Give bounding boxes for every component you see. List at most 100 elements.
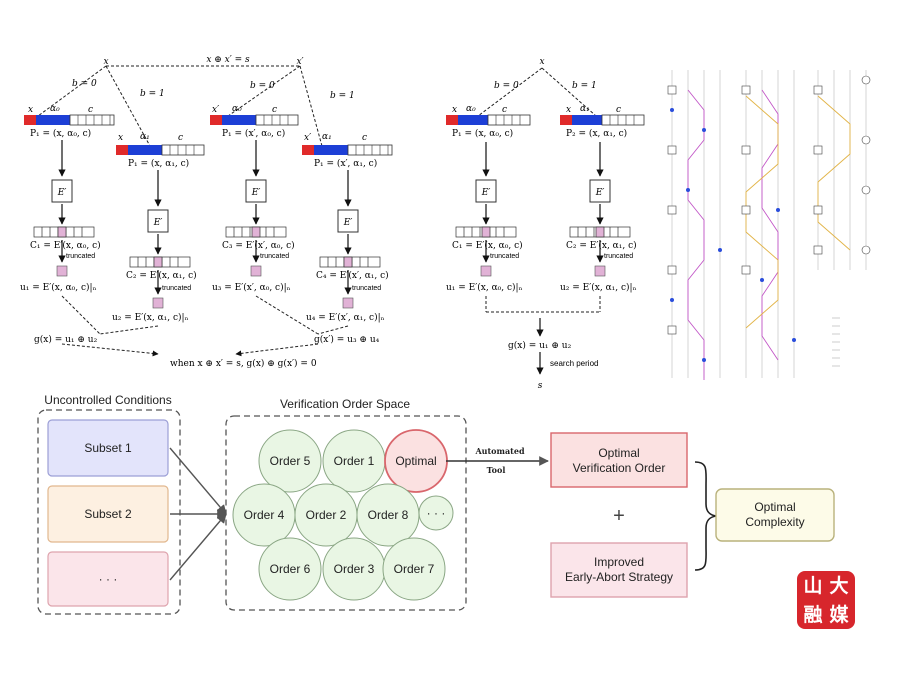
mid-E-2: E′	[595, 188, 605, 198]
subset-2-label: Subset 2	[84, 507, 132, 521]
early-abort-line2: Early-Abort Strategy	[565, 570, 673, 584]
simon-attack-diagram-single: x b = 0 b = 1 x α₀ c P₁ = (x, α₀, c) x α…	[446, 57, 645, 391]
simon-attack-diagram-two-inputs: x x′ x ⊕ x′ = s b = 0 b = 1 b = 0 b = 1 …	[20, 55, 393, 369]
u1-label: u₁ = E′(x, α₀, c)|ₙ	[20, 282, 97, 293]
mid-encryption-boxes: E′ E′	[475, 179, 611, 203]
u3-label: u₃ = E′(x′, α₀, c)|ₙ	[212, 282, 291, 293]
mid-input-2: x α₁ c P₂ = (x, α₁, c)	[560, 104, 645, 139]
curly-brace	[694, 461, 717, 571]
mid1-alpha: α₀	[466, 104, 476, 114]
mid2-alpha: α₁	[580, 104, 590, 114]
mid-gx: g(x) = u₁ ⊕ u₂	[508, 340, 572, 351]
combine-dashed-links	[61, 295, 349, 357]
mid2-x: x	[566, 105, 571, 115]
order-circle-label: · · ·	[427, 506, 446, 520]
plus-sign: +	[613, 505, 625, 527]
tool-label: Tool	[487, 465, 506, 475]
mid-x: x	[539, 57, 544, 67]
E-box-2: E′	[153, 218, 163, 228]
mid-s: s	[538, 381, 543, 391]
mid-trunc-1: truncated	[490, 253, 519, 260]
verification-order-flow: Uncontrolled Conditions Subset 1 Subset …	[37, 393, 835, 615]
mid-ciphertext-rows	[455, 226, 631, 238]
subset-arrows	[169, 447, 227, 581]
block2-c: c	[178, 133, 183, 143]
subset-more-label: · · ·	[99, 572, 118, 586]
trunc-4: truncated	[352, 285, 381, 292]
label-b0-right: b = 0	[250, 81, 275, 91]
mid1-x: x	[452, 105, 457, 115]
E-box-4: E′	[343, 218, 353, 228]
order-circle-label: Order 6	[270, 562, 311, 576]
optimal-order-box	[550, 432, 688, 488]
mid-search: search period	[550, 359, 598, 368]
label-b0-left: b = 0	[72, 79, 97, 89]
column-arrows	[58, 140, 352, 295]
order-circle-label: Order 7	[394, 562, 435, 576]
mid2-c: c	[616, 105, 621, 115]
label-x-prime: x′	[296, 57, 303, 67]
trunc-2: truncated	[162, 285, 191, 292]
order-circle	[418, 495, 454, 531]
complexity-line1: Optimal	[754, 500, 795, 514]
trunc-3: truncated	[260, 253, 289, 260]
block3-x: x′	[212, 105, 219, 115]
top-dashed-links	[37, 65, 323, 147]
circuit-paths-purple	[687, 89, 779, 380]
E-box-3: E′	[251, 188, 261, 198]
optimal-order-line1: Optimal	[598, 446, 639, 460]
media-logo: 山 大 融 媒	[797, 571, 855, 629]
order-space-panel	[225, 415, 467, 611]
order-circle-label: Order 4	[244, 508, 285, 522]
mid1-c: c	[502, 105, 507, 115]
block2-P: P₁ = (x, α₁, c)	[128, 158, 189, 169]
ciphertext-labels: C₁ = E′(x, α₀, c) C₂ = E′(x, α₁, c) C₃ =…	[30, 240, 389, 292]
ciphertext-rows	[33, 226, 381, 268]
order-circle-label: Optimal	[395, 454, 436, 468]
input-block-3: x′ α₀ c P₁ = (x′, α₀, c)	[210, 104, 299, 139]
block1-x: x	[28, 105, 33, 115]
mid-u2: u₂ = E′(x, α₁, c)|ₙ	[560, 282, 637, 293]
gxp-label: g(x′) = u₃ ⊕ u₄	[314, 334, 380, 345]
middle-dashed-links	[477, 67, 597, 117]
logo-char-1: 山	[803, 574, 823, 597]
circuit-legend	[832, 317, 840, 367]
input-block-2: x α₁ c P₁ = (x, α₁, c)	[116, 132, 205, 169]
block2-x: x	[118, 133, 123, 143]
circuit-paths-yellow	[745, 95, 851, 329]
automated-label: Automated	[474, 446, 524, 456]
E-box-1: E′	[57, 188, 67, 198]
truncated-blocks	[56, 265, 354, 309]
quantum-circuit-panel	[667, 70, 871, 380]
order-circle	[258, 537, 322, 601]
subset-more-box	[47, 551, 169, 607]
mid-b1: b = 1	[572, 81, 597, 91]
early-abort-line1: Improved	[594, 555, 644, 569]
order-circle-label: Order 5	[270, 454, 311, 468]
uncontrolled-title: Uncontrolled Conditions	[44, 393, 171, 407]
encryption-boxes: E′ E′ E′ E′	[51, 179, 359, 233]
logo-char-4: 媒	[829, 603, 849, 626]
u-labels: u₁ = E′(x, α₀, c)|ₙ u₂ = E′(x, α₁, c)|ₙ …	[20, 282, 385, 323]
mid-input-1: x α₀ c P₁ = (x, α₀, c)	[446, 104, 531, 139]
early-abort-box	[550, 542, 688, 598]
optimal-complexity-box	[715, 488, 835, 542]
label-b1-left: b = 1	[140, 89, 165, 99]
input-block-4: x′ α₁ c P₁ = (x′, α₁, c)	[302, 132, 393, 169]
mid-combine-links	[485, 296, 601, 313]
subset-1-box	[47, 419, 169, 477]
block1-alpha: α₀	[50, 104, 60, 114]
order-circle-label: Order 1	[334, 454, 375, 468]
order-circle-label: Order 3	[334, 562, 375, 576]
C2-label: C₂ = E′(x, α₁, c)	[126, 270, 197, 281]
mid-C2: C₂ = E′(x, α₁, c)	[566, 240, 637, 251]
logo-char-2: 大	[829, 574, 849, 597]
label-x: x	[103, 57, 108, 67]
complexity-line2: Complexity	[745, 515, 804, 529]
u4-label: u₄ = E′(x′, α₁, c)|ₙ	[306, 312, 385, 323]
gx-label: g(x) = u₁ ⊕ u₂	[34, 334, 98, 345]
block3-P: P₁ = (x′, α₀, c)	[222, 128, 285, 139]
mid1-P: P₁ = (x, α₀, c)	[452, 128, 513, 139]
